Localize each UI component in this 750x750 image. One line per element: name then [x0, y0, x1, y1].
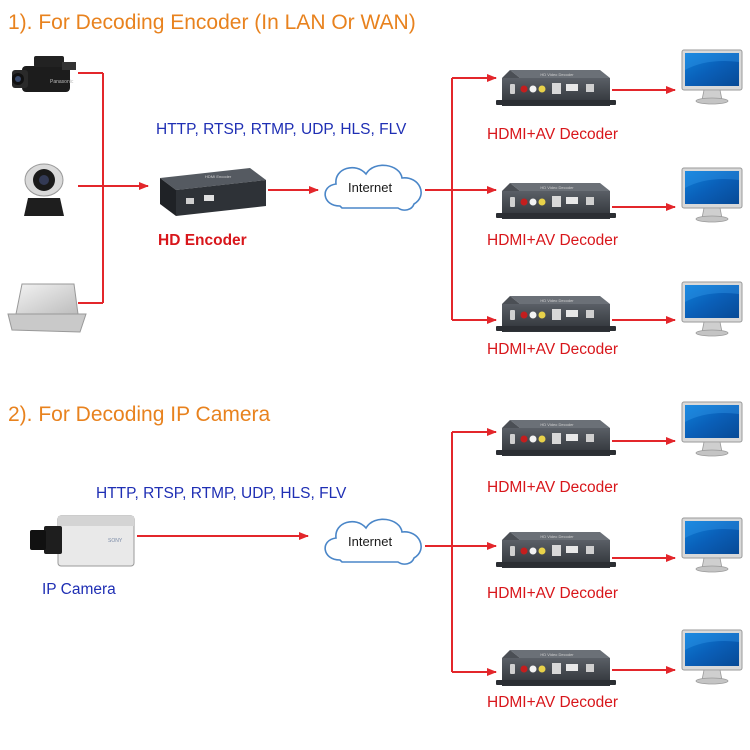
decoder-device — [496, 420, 616, 456]
decoder-device — [496, 650, 616, 686]
decoder-label: HDMI+AV Decoder — [487, 585, 619, 602]
svg-text:SONY: SONY — [108, 538, 123, 544]
decoder-device — [496, 183, 616, 219]
ip-camera-icon: SONY — [30, 515, 135, 567]
section2-connectors — [137, 428, 676, 676]
decoder-label: HDMI+AV Decoder — [487, 232, 619, 249]
internet-cloud-icon — [324, 164, 422, 211]
monitor-icon — [681, 517, 743, 573]
internet-label: Internet — [348, 534, 393, 549]
section1-title: 1). For Decoding Encoder (In LAN Or WAN) — [8, 11, 416, 34]
decoder-label: HDMI+AV Decoder — [487, 694, 619, 711]
section2-protocols: HTTP, RTSP, RTMP, UDP, HLS, FLV — [96, 485, 347, 502]
hd-encoder-label: HD Encoder — [158, 232, 247, 249]
svg-text:HDMI Encoder: HDMI Encoder — [205, 174, 232, 179]
section2-title: 2). For Decoding IP Camera — [8, 403, 271, 426]
monitor-icon — [681, 629, 743, 685]
hd-encoder-device: HDMI Encoder — [160, 168, 266, 216]
laptop-icon — [7, 283, 87, 333]
internet-cloud-icon — [324, 518, 422, 565]
decoder-device — [496, 70, 616, 106]
monitor-icon — [681, 281, 743, 337]
camcorder-icon: Panasonic — [12, 56, 76, 92]
webcam-icon — [24, 163, 64, 216]
ip-camera-label: IP Camera — [42, 581, 116, 598]
monitor-icon — [681, 167, 743, 223]
decoder-device — [496, 532, 616, 568]
section1-protocols: HTTP, RTSP, RTMP, UDP, HLS, FLV — [156, 121, 407, 138]
monitor-icon — [681, 401, 743, 457]
decoder-label: HDMI+AV Decoder — [487, 479, 619, 496]
internet-label: Internet — [348, 180, 393, 195]
decoder-label: HDMI+AV Decoder — [487, 341, 619, 358]
svg-text:Panasonic: Panasonic — [50, 79, 74, 85]
decoder-label: HDMI+AV Decoder — [487, 126, 619, 143]
section1-connectors — [78, 72, 676, 324]
decoder-device — [496, 296, 616, 332]
monitor-icon — [681, 49, 743, 105]
